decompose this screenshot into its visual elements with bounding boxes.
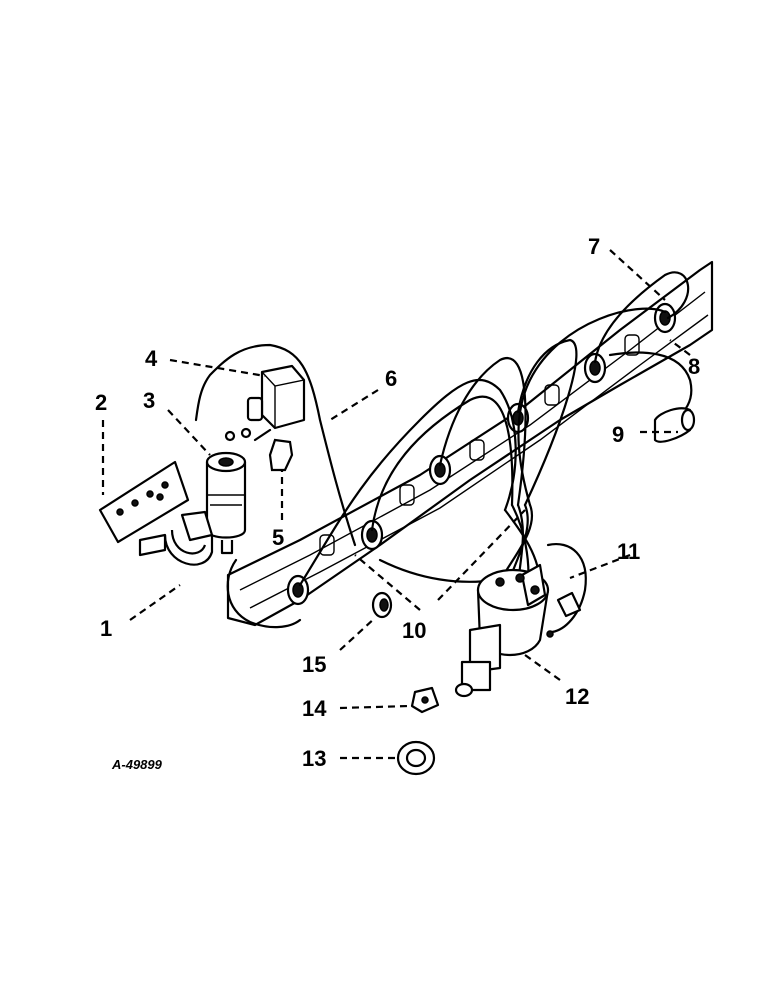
ignition-coil-part-3 (205, 427, 252, 555)
callout-15: 15 (302, 652, 326, 677)
coil-bracket-part-1 (138, 510, 214, 566)
leader-lines (101, 249, 691, 760)
drawing-code: A-49899 (111, 757, 163, 772)
callout-9: 9 (612, 422, 624, 447)
callout-13: 13 (302, 746, 326, 771)
callout-7: 7 (588, 234, 600, 259)
plug-boot-part-9 (653, 407, 696, 443)
ground-strap-part-5 (253, 428, 294, 472)
rotor-clip-part-11 (546, 591, 582, 638)
callout-labels: 1 2 3 4 5 6 7 8 9 10 11 12 13 14 15 (95, 234, 700, 771)
mounting-plate-part-2 (98, 460, 190, 544)
callout-4: 4 (145, 346, 158, 371)
callout-3: 3 (143, 388, 155, 413)
callout-14: 14 (302, 696, 327, 721)
washer-part-13 (396, 740, 436, 776)
distributor-part-12 (454, 563, 550, 698)
clamp-part-14 (410, 686, 440, 714)
callout-10: 10 (402, 618, 426, 643)
callout-2: 2 (95, 390, 107, 415)
callout-5: 5 (272, 525, 284, 550)
engine-manifold (226, 260, 714, 627)
callout-11: 11 (617, 539, 640, 564)
callout-8: 8 (688, 354, 700, 379)
callout-6: 6 (385, 366, 397, 391)
cap-part-15 (371, 591, 393, 619)
callout-1: 1 (100, 616, 112, 641)
callout-12: 12 (565, 684, 589, 709)
resistor-part-4 (246, 364, 306, 430)
